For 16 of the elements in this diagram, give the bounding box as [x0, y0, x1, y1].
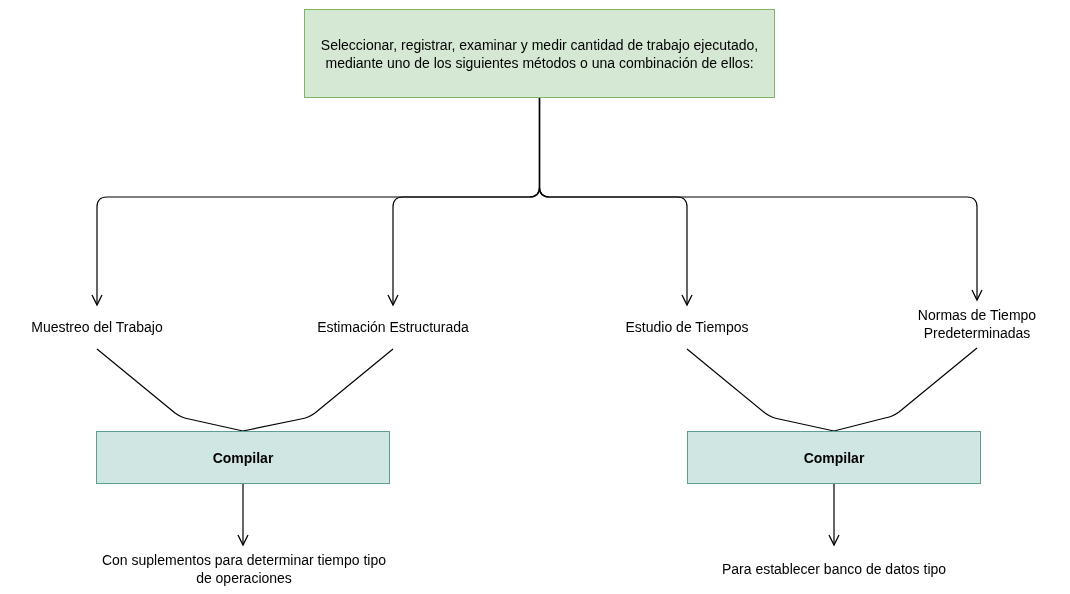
arrow [237, 483, 249, 546]
process-box: Seleccionar, registrar, examinar y medir cantidad de trabajo ejecutado, mediante uno de los siguientes métodos o una combinación de ellos: [304, 9, 775, 98]
connector-line [833, 347, 978, 432]
method-label: Muestreo del Trabajo [5, 305, 189, 349]
method-label: Normas de Tiempo Predeterminadas [887, 300, 1067, 348]
connector-line [686, 348, 835, 432]
method-label: Estimación Estructurada [283, 305, 503, 349]
arrow [538, 97, 983, 301]
result-note: Para establecer banco de datos tipo [694, 545, 974, 593]
connector-line [242, 348, 394, 432]
process-box: Compilar [687, 431, 981, 484]
arrow [828, 483, 840, 546]
connector-line [96, 348, 244, 432]
process-box: Compilar [96, 431, 390, 484]
method-label: Estudio de Tiempos [592, 305, 782, 349]
result-note: Con suplementos para determinar tiempo tipo de operaciones [94, 545, 394, 593]
